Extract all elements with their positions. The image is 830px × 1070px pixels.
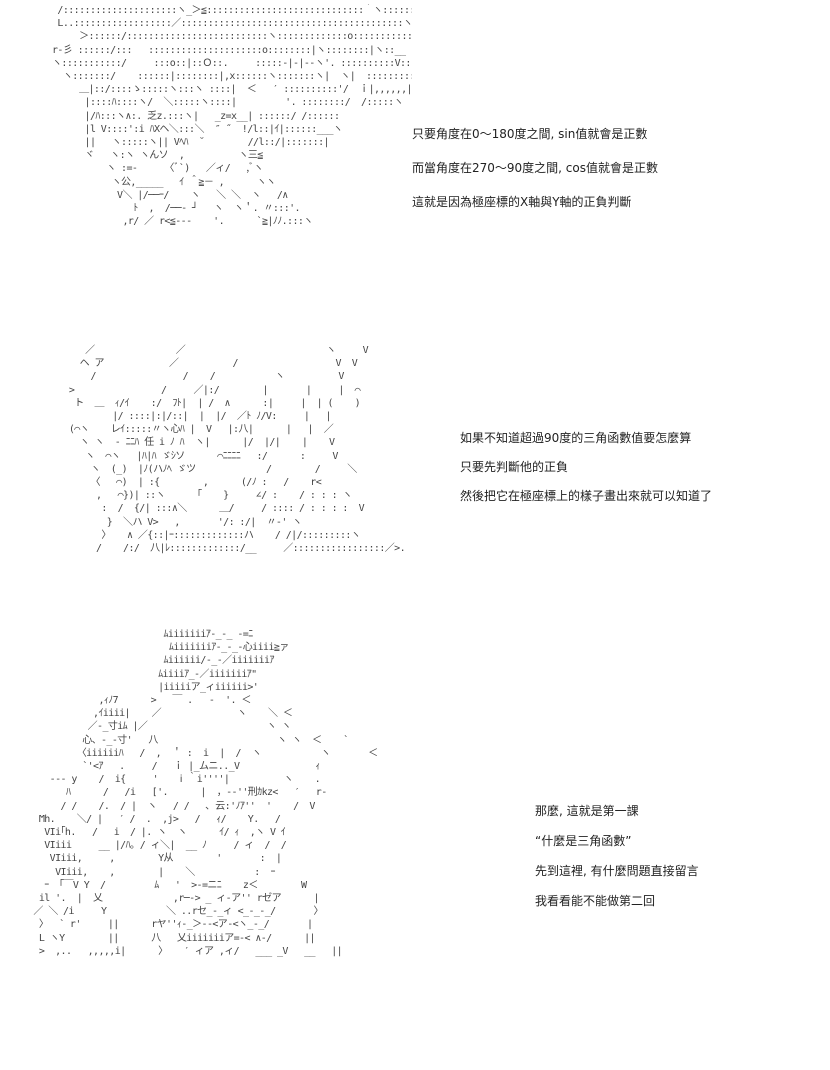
caption-line: 這就是因為極座標的X軸與Y軸的正負判斷 (412, 195, 632, 209)
caption-line: 我看看能不能做第二回 (535, 894, 656, 908)
caption-line: 而當角度在270～90度之間, cos值就會是正數 (412, 161, 658, 175)
ascii-art-figure-1: /:::::::::::::::::::::ヽ_＞≦::::::::::::::… (52, 5, 412, 228)
caption-line: “什麼是三角函數” (535, 834, 632, 848)
caption-line: 只要角度在0～180度之間, sin值就會是正數 (412, 127, 648, 141)
caption-block-1: 只要角度在0～180度之間, sin值就會是正數 而當角度在270～90度之間,… (412, 117, 658, 219)
caption-line: 如果不知道超過90度的三角函數值要怎麼算 (460, 431, 692, 445)
ascii-art-figure-2: ／ ／ ヽ V ヘ ア ／ / V V / / / ヽ V > / ／|:/ | (68, 345, 406, 555)
caption-line: 先到這裡, 有什麼問題直接留言 (535, 864, 699, 878)
caption-line: 然後把它在極座標上的樣子畫出來就可以知道了 (460, 489, 713, 503)
caption-block-3: 那麼, 這就是第一課 “什麼是三角函數” 先到這裡, 有什麼問題直接留言 我看看… (535, 796, 699, 916)
caption-line: 只要先判斷他的正負 (460, 460, 569, 474)
caption-line: 那麼, 這就是第一課 (535, 804, 639, 818)
ascii-art-figure-3: ﾑiiiiiiiｱ‐_-_ -=ﾆ ﾑiiiiiiiｱ‐_-_‐心iiii≧ァ … (33, 629, 378, 957)
caption-block-2: 如果不知道超過90度的三角函數值要怎麼算 只要先判斷他的正負 然後把它在極座標上… (460, 424, 712, 511)
